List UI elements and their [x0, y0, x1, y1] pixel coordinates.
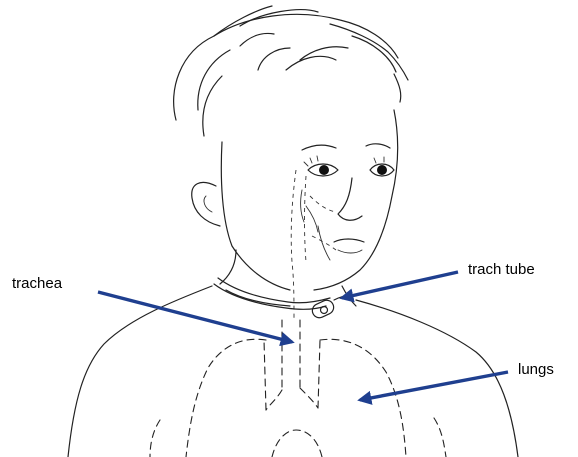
- trach-tube-label: trach tube: [468, 262, 535, 277]
- lungs-label: lungs: [518, 362, 554, 377]
- trachea-arrow: [98, 292, 292, 342]
- shoulders: [68, 286, 518, 457]
- lungs-arrow: [360, 372, 508, 400]
- airway-dashed: [291, 170, 336, 320]
- trach-tube: [214, 278, 356, 320]
- trachea-label: trachea: [12, 276, 62, 291]
- face: [221, 110, 397, 290]
- trach-tube-arrow: [342, 272, 458, 298]
- lungs-dashed: [150, 320, 446, 457]
- ear: [192, 182, 220, 226]
- hair: [174, 6, 408, 136]
